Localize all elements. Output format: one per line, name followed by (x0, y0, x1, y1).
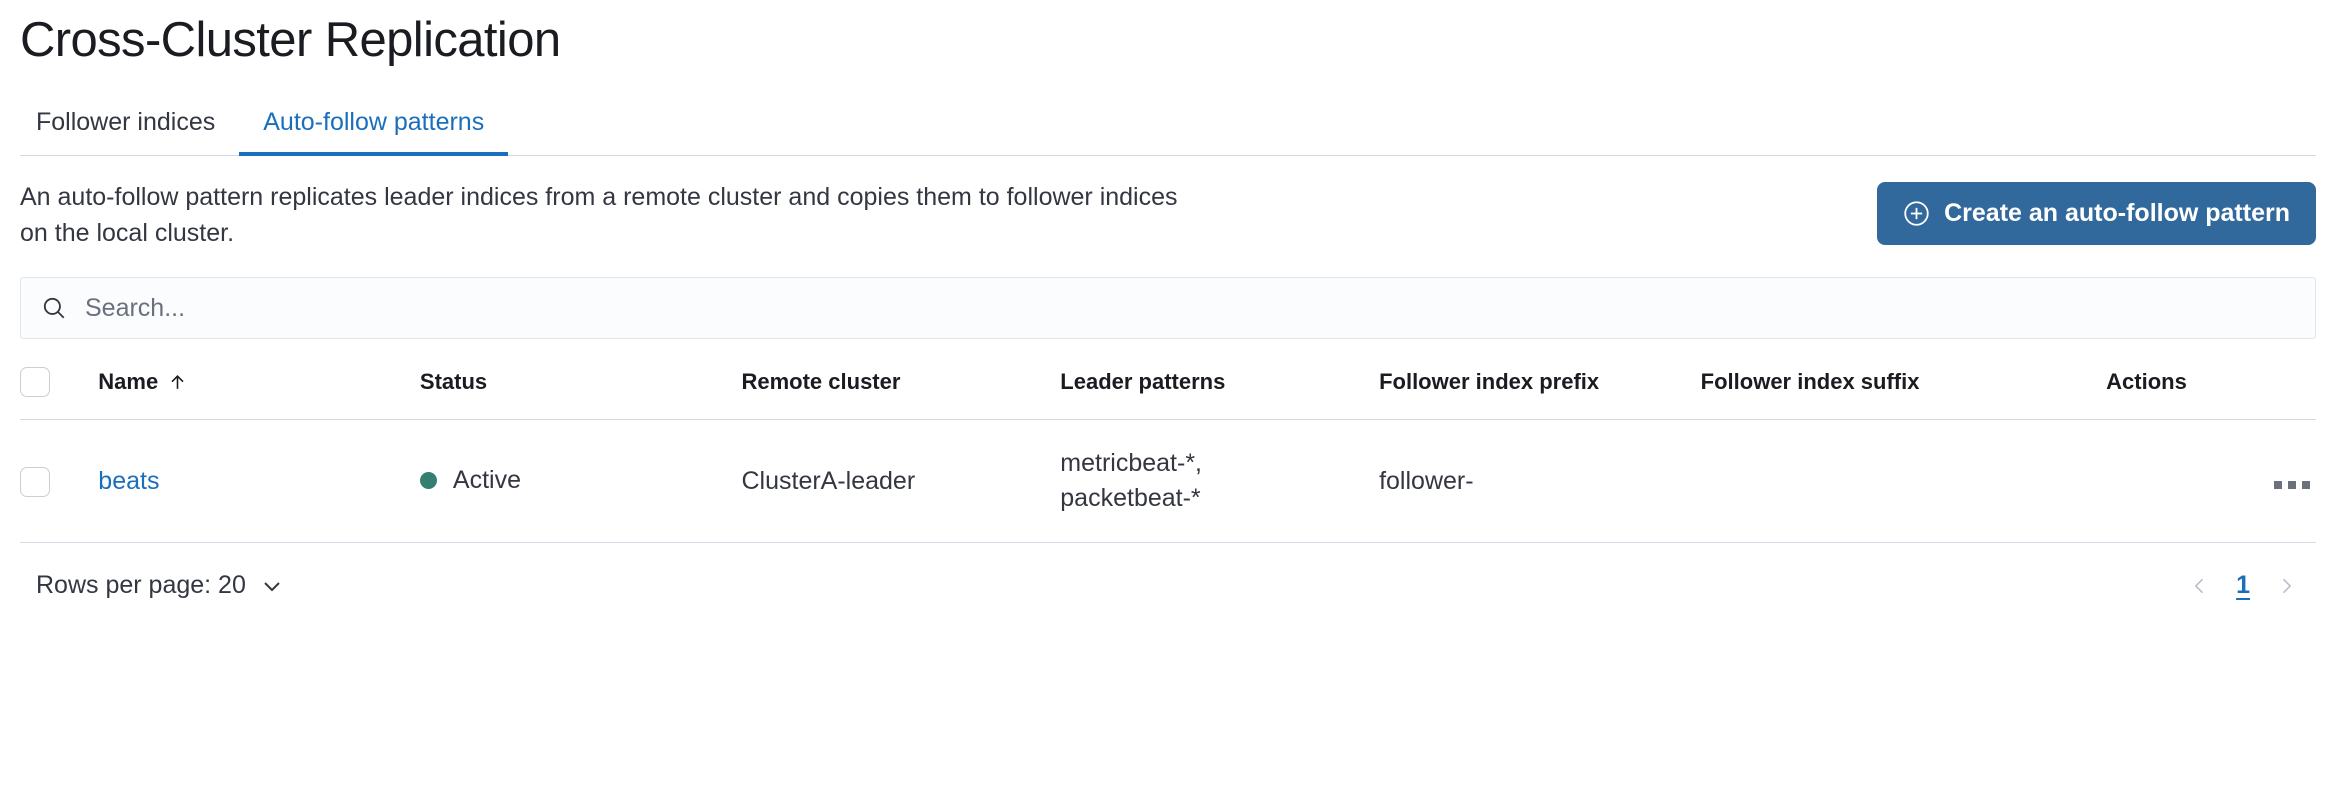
cell-name: beats (98, 419, 420, 544)
cell-follower-index-suffix (1700, 419, 2107, 544)
create-auto-follow-pattern-button[interactable]: Create an auto-follow pattern (1877, 182, 2316, 246)
create-auto-follow-pattern-label: Create an auto-follow pattern (1944, 199, 2290, 228)
column-header-follower-index-suffix[interactable]: Follower index suffix (1700, 367, 2107, 421)
column-header-name-label: Name (98, 369, 159, 395)
more-actions-icon[interactable] (2268, 475, 2316, 495)
table-header: Name Status Remote cluster (20, 367, 2316, 421)
table-body: beats Active ClusterA-leader metricbeat-… (20, 419, 2316, 544)
column-header-follower-index-prefix[interactable]: Follower index prefix (1379, 367, 1701, 421)
tab-auto-follow-patterns[interactable]: Auto-follow patterns (239, 108, 509, 157)
select-all-header (20, 367, 99, 421)
cell-follower-index-prefix: follower- (1379, 419, 1701, 544)
cell-leader-patterns: metricbeat-*, packetbeat-* (1060, 419, 1380, 544)
rows-per-page-selector[interactable]: Rows per page: 20 (24, 571, 284, 600)
cell-status: Active (419, 419, 742, 544)
chevron-left-icon[interactable] (2190, 573, 2210, 599)
column-header-actions: Actions (2106, 367, 2316, 421)
search-bar[interactable] (20, 277, 2316, 340)
search-icon (41, 295, 67, 321)
table-row: beats Active ClusterA-leader metricbeat-… (20, 419, 2316, 544)
table-footer: Rows per page: 20 1 (20, 571, 2316, 600)
page-title: Cross-Cluster Replication (20, 13, 561, 67)
status-dot-icon (419, 472, 437, 490)
rows-per-page-label: Rows per page: 20 (36, 571, 246, 600)
column-header-leader-patterns-label: Leader patterns (1060, 369, 1226, 395)
tab-auto-follow-patterns-label: Auto-follow patterns (263, 108, 485, 137)
arrow-up-icon (168, 373, 187, 392)
table-header-row: Name Status Remote cluster (20, 367, 2316, 421)
column-header-name[interactable]: Name (98, 367, 420, 421)
intro-section: An auto-follow pattern replicates leader… (20, 180, 2316, 251)
status-badge: Active (452, 466, 521, 495)
search-input[interactable] (83, 278, 2295, 339)
plus-in-circle-icon (1903, 200, 1930, 227)
column-header-follower-index-prefix-label: Follower index prefix (1379, 369, 1600, 395)
row-select-cell (20, 419, 99, 544)
cell-remote-cluster: ClusterA-leader (741, 419, 1061, 544)
select-all-checkbox[interactable] (20, 367, 50, 398)
column-header-leader-patterns[interactable]: Leader patterns (1060, 367, 1380, 421)
column-header-status[interactable]: Status (419, 367, 742, 421)
column-header-remote-cluster[interactable]: Remote cluster (741, 367, 1061, 421)
tab-follower-indices[interactable]: Follower indices (20, 110, 239, 156)
chevron-right-icon[interactable] (2276, 573, 2296, 599)
cell-actions (2106, 419, 2316, 544)
tab-follower-indices-label: Follower indices (36, 108, 216, 137)
page-number-1[interactable]: 1 (2236, 571, 2250, 600)
row-checkbox[interactable] (20, 467, 50, 498)
tab-bar: Follower indices Auto-follow patterns (20, 96, 2316, 157)
chevron-down-icon (260, 574, 284, 598)
pagination: 1 (2190, 571, 2312, 600)
column-header-remote-cluster-label: Remote cluster (741, 369, 901, 395)
column-header-status-label: Status (419, 369, 488, 395)
column-header-actions-label: Actions (2106, 369, 2187, 395)
auto-follow-patterns-table: Name Status Remote cluster (20, 367, 2316, 544)
column-header-follower-index-suffix-label: Follower index suffix (1700, 369, 1920, 395)
intro-description: An auto-follow pattern replicates leader… (20, 183, 1178, 247)
pattern-name-link[interactable]: beats (98, 466, 160, 495)
